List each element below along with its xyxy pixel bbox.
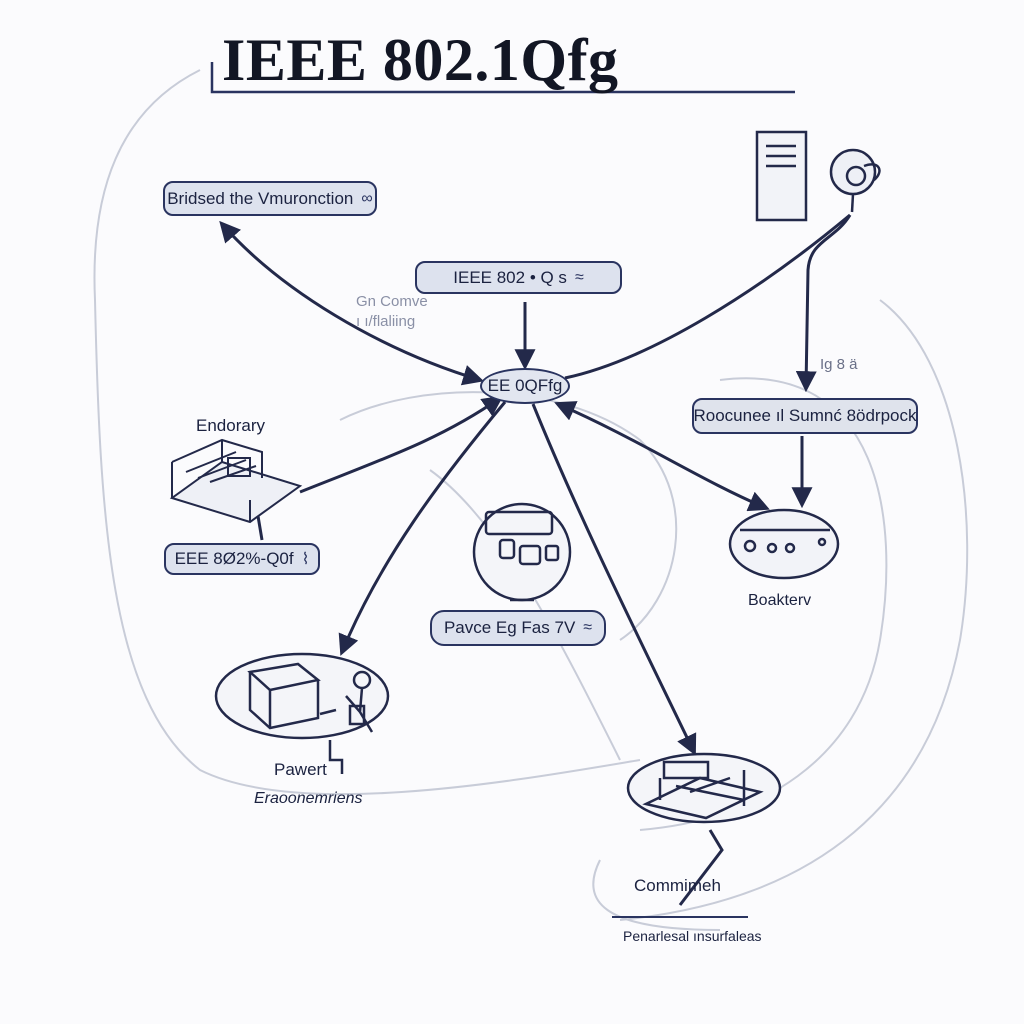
hub-node-label: EE 0QFfg <box>487 376 563 395</box>
node-box-center-top-label: IEEE 802 • Q s <box>453 267 567 287</box>
leader-commimeh <box>678 829 724 906</box>
connector-lines <box>219 213 852 906</box>
node-box-center-top: IEEE 802 • Q s ≈ <box>415 261 622 294</box>
title-underline <box>210 62 795 94</box>
diagram-title: IEEE 802.1Qfg <box>222 27 619 93</box>
faint-note-line2: ı ı/flaliing <box>356 313 416 330</box>
endorary-device-icon <box>169 438 303 524</box>
node-box-center-label: Pavce Eg Fas 7V <box>443 618 576 637</box>
label-eraooners: Eraoonemriens <box>254 790 363 807</box>
faint-note-line1: Gn Comve <box>356 293 428 310</box>
node-box-left-mid: EEE 8Ø2%-Q0f ⌇ <box>164 543 320 575</box>
label-commimeh: Commimeh <box>634 876 721 895</box>
arrow-to-boakterv <box>554 401 770 512</box>
node-box-center: Pavce Eg Fas 7V ≈ <box>430 610 606 646</box>
label-boakterv: Boakterv <box>748 592 812 609</box>
camera-sensor-icon <box>829 148 881 213</box>
node-box-top-left-label: Bridsed the Vmuronction <box>167 188 354 208</box>
label-pawert: Pawert <box>274 760 327 779</box>
signal-icon: ≈ <box>583 619 593 636</box>
label-small-right: Ig 8 ä <box>820 356 858 373</box>
arrow-from-endorary <box>299 395 504 494</box>
arrow-to-right-box <box>795 214 852 393</box>
commimeh-device-icon <box>626 752 782 824</box>
node-box-right-label: Roocunee ıl Sumnć 8ödrpock <box>693 406 917 425</box>
link-icon: ∞ <box>361 189 373 207</box>
boakterv-device-icon <box>728 508 840 580</box>
server-rack-icon <box>755 130 808 222</box>
arrow-to-top-left <box>219 220 485 386</box>
node-box-top-left: Bridsed the Vmuronction ∞ <box>163 181 377 216</box>
arrow-to-pawert <box>338 401 507 656</box>
label-penarlesal: Penarlesal ınsurfaleas <box>623 928 762 944</box>
node-box-left-mid-label: EEE 8Ø2%-Q0f <box>174 549 294 568</box>
line-to-devices <box>564 213 851 380</box>
tick-endorary <box>256 515 264 541</box>
pawert-scene-icon <box>214 652 390 774</box>
label-endorary: Endorary <box>196 416 265 435</box>
arrow-to-commimeh <box>531 403 697 756</box>
center-device-icon <box>472 502 572 602</box>
signal-icon: ≈ <box>574 268 584 286</box>
wifi-icon: ⌇ <box>301 551 310 568</box>
node-box-right: Roocunee ıl Sumnć 8ödrpock <box>692 398 918 434</box>
hub-node: EE 0QFfg <box>480 368 570 404</box>
